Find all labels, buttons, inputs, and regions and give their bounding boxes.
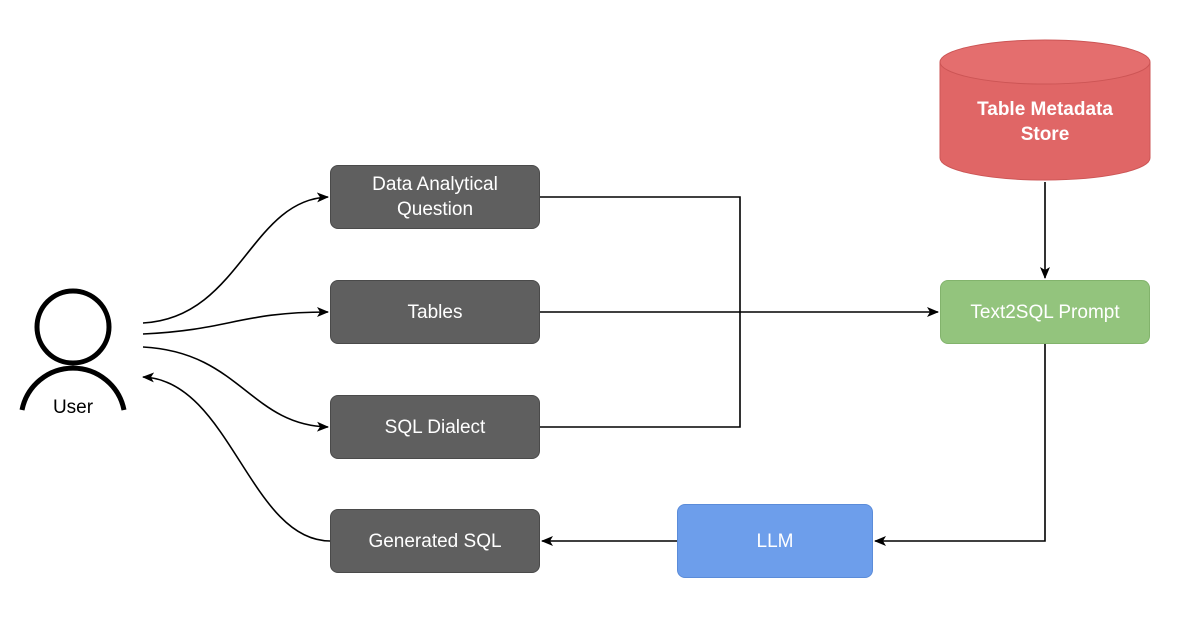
generated-sql-node[interactable]: Generated SQL bbox=[330, 509, 540, 573]
edge-user-to-tables bbox=[142, 307, 329, 335]
edge-dialect-merge bbox=[540, 312, 741, 428]
edge-question-merge bbox=[540, 196, 741, 312]
edge-user-to-question bbox=[142, 192, 329, 324]
person-icon bbox=[19, 288, 127, 411]
data-analytical-question-node[interactable]: Data Analytical Question bbox=[330, 165, 540, 229]
metadata-store-cylinder bbox=[939, 39, 1151, 181]
edge-generated-to-user bbox=[142, 372, 331, 542]
edge-user-to-dialect bbox=[142, 346, 329, 432]
user-label: User bbox=[52, 397, 94, 418]
sql-dialect-node[interactable]: SQL Dialect bbox=[330, 395, 540, 459]
llm-node[interactable]: LLM bbox=[677, 504, 873, 578]
edge-prompt-to-llm bbox=[874, 344, 1046, 546]
text2sql-prompt-node[interactable]: Text2SQL Prompt bbox=[940, 280, 1150, 344]
table-metadata-store-label[interactable]: Table Metadata Store bbox=[977, 99, 1113, 145]
tables-node[interactable]: Tables bbox=[330, 280, 540, 344]
